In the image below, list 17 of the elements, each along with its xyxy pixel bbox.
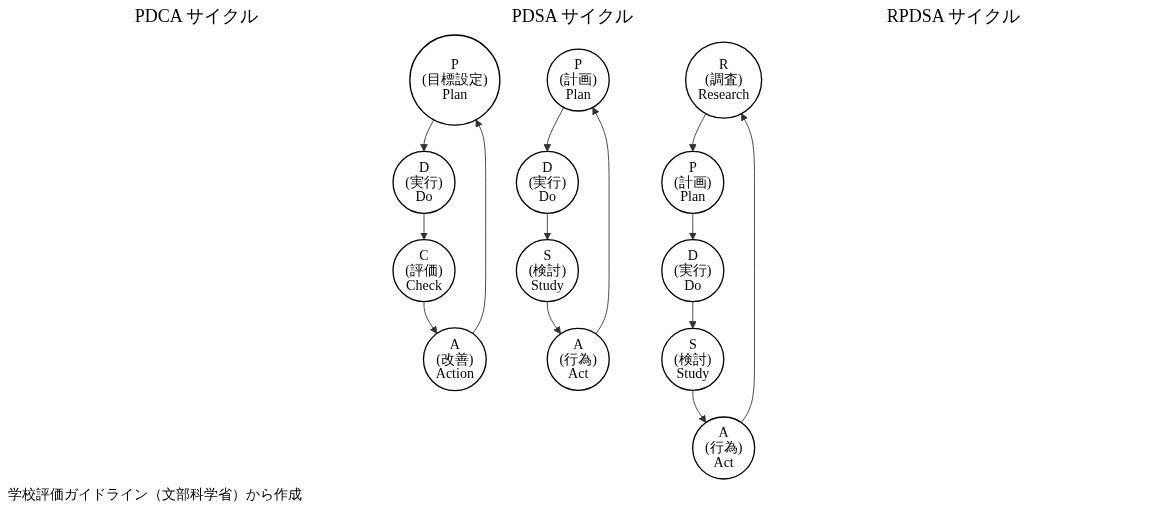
cycle-title: RPDSA サイクル xyxy=(886,5,1021,28)
node-circle: P (計画) Plan xyxy=(546,48,611,112)
source-note: 学校評価ガイドライン（文部科学省）から作成 xyxy=(8,486,303,504)
cycle-title: PDCA サイクル xyxy=(134,5,259,28)
node-circle: A (行為) Act xyxy=(546,327,611,391)
node-circle: P (目標設定) Plan xyxy=(409,34,501,126)
node-circle: C (評価) Check xyxy=(392,239,456,303)
node-circle: S (検討) Study xyxy=(661,327,725,391)
node-circle: D (実行) Do xyxy=(392,150,456,214)
node-circle: R (調査) Research xyxy=(685,41,763,119)
node-circle: A (行為) Act xyxy=(692,416,756,480)
node-circle: S (検討) Study xyxy=(515,239,580,303)
node-circle: P (計画) Plan xyxy=(661,150,725,214)
node-circle: D (実行) Do xyxy=(515,150,580,214)
node-circle: D (実行) Do xyxy=(661,239,725,303)
cycle-title: PDSA サイクル xyxy=(511,5,634,28)
node-circle: A (改善) Action xyxy=(422,327,488,392)
